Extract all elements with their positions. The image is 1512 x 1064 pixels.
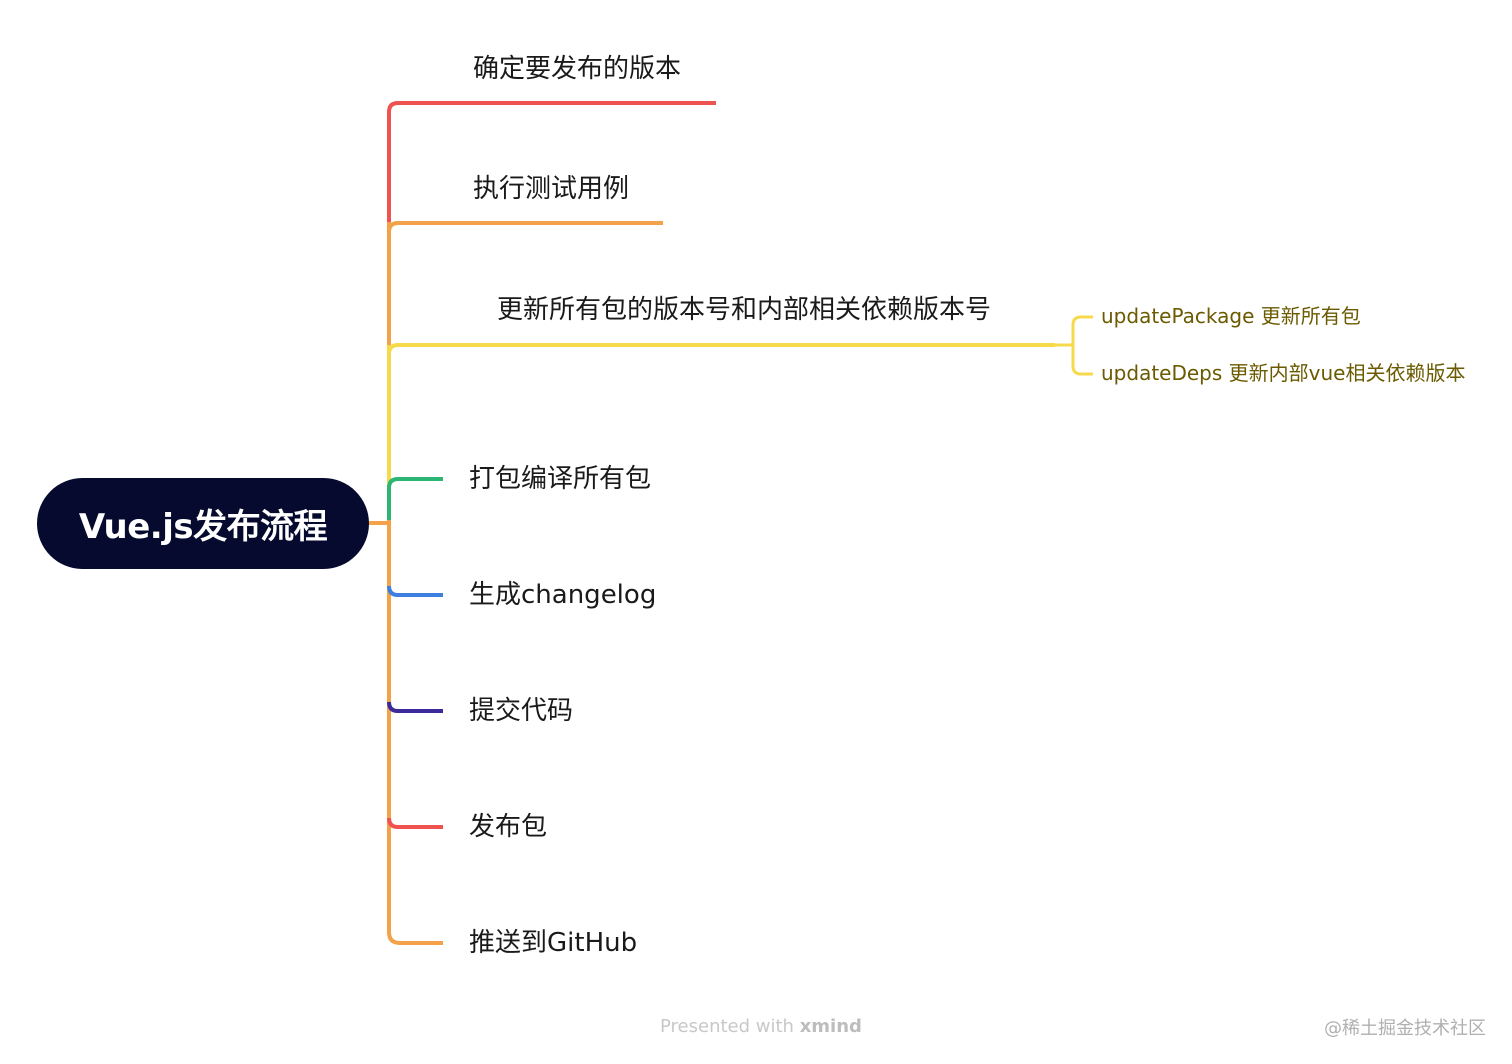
branch-label-1[interactable]: 确定要发布的版本 [473, 54, 682, 84]
xmind-brand: xmind [799, 1016, 862, 1037]
branch-label-2[interactable]: 执行测试用例 [473, 174, 630, 204]
branch-line-1 [387, 101, 716, 113]
branch-label-3[interactable]: 更新所有包的版本号和内部相关依赖版本号 [497, 295, 992, 325]
branch-label-6[interactable]: 提交代码 [469, 696, 574, 726]
branch-label-5[interactable]: 生成changelog [469, 580, 657, 610]
sub-bracket-bottom [1071, 345, 1093, 376]
watermark: @稀土掘金技术社区 [1324, 1018, 1486, 1039]
presented-with-footer: Presented with xmind [660, 1016, 862, 1037]
footer-prefix: Presented with [660, 1016, 794, 1037]
branch-line-6 [387, 701, 443, 713]
sub-topic-update-deps[interactable]: updateDeps 更新内部vue相关依赖版本 [1101, 361, 1466, 385]
branch-label-4[interactable]: 打包编译所有包 [469, 464, 652, 494]
branch-line-3 [387, 343, 1055, 355]
sub-topic-update-package[interactable]: updatePackage 更新所有包 [1101, 304, 1361, 328]
branch-line-8 [387, 931, 443, 945]
root-topic[interactable]: Vue.js发布流程 [37, 478, 369, 569]
branch-line-5 [387, 585, 443, 597]
branch-line-7 [387, 817, 443, 829]
branch-label-7[interactable]: 发布包 [469, 812, 548, 842]
branch-line-4 [387, 477, 443, 520]
sub-bracket-top [1071, 315, 1093, 345]
branch-label-8[interactable]: 推送到GitHub [469, 928, 638, 958]
root-topic-label: Vue.js发布流程 [78, 507, 328, 547]
branch-line-2 [387, 221, 663, 233]
